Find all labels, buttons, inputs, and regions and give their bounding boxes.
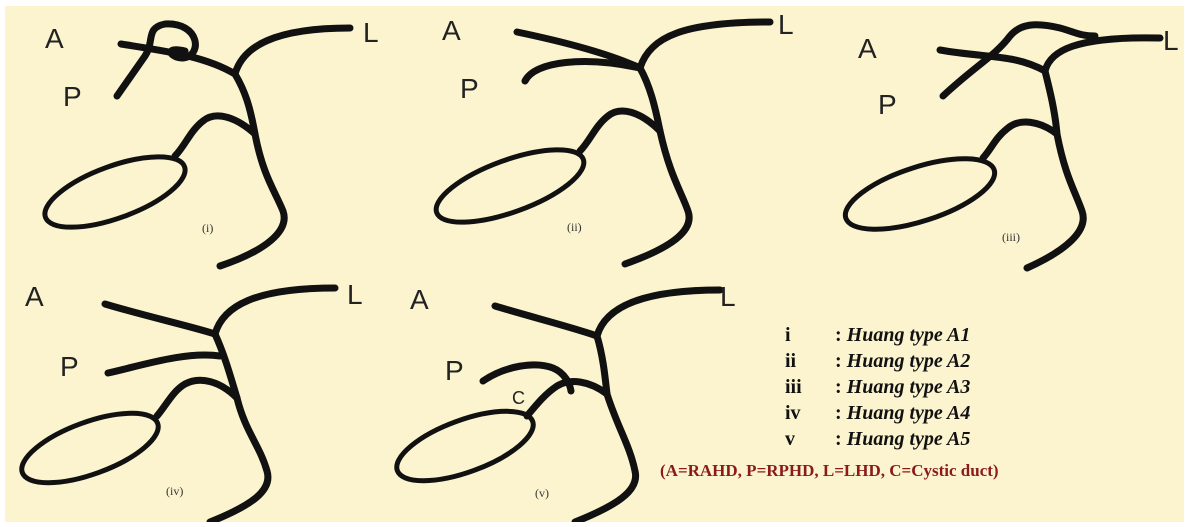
left-hepatic-duct xyxy=(235,28,350,74)
legend-row: ii: Huang type A2 xyxy=(785,348,970,374)
legend-colon: : xyxy=(835,376,847,398)
label-c-v: C xyxy=(512,388,525,408)
gallbladder xyxy=(837,144,1002,244)
label-p-i: P xyxy=(63,81,82,112)
legend-row: i: Huang type A1 xyxy=(785,322,970,348)
legend-row: iv: Huang type A4 xyxy=(785,400,970,426)
label-a-v: A xyxy=(410,284,429,315)
left-hepatic-duct xyxy=(640,22,770,68)
right-posterior-duct xyxy=(108,355,220,373)
left-hepatic-duct xyxy=(215,288,335,334)
common-bile-duct xyxy=(625,131,689,264)
gallbladder xyxy=(37,142,194,241)
left-hepatic-duct xyxy=(1045,38,1160,71)
common-bile-duct xyxy=(220,134,284,266)
panel-number-i: (i) xyxy=(202,221,213,235)
label-l-iv: L xyxy=(347,279,363,310)
label-a-iv: A xyxy=(25,281,44,312)
legend-colon: : xyxy=(835,402,847,424)
legend-text: Huang type A1 xyxy=(847,324,971,346)
label-p-v: P xyxy=(445,355,464,386)
common-bile-duct xyxy=(1027,134,1083,268)
legend-row: iii: Huang type A3 xyxy=(785,374,970,400)
right-anterior-duct xyxy=(105,304,215,334)
bile-duct-diagrams: A P L (i) A P L (ii) A P L (iii) A P L (… xyxy=(5,6,1184,522)
cystic-duct xyxy=(175,116,255,156)
panel-number-iii: (iii) xyxy=(1002,230,1020,244)
label-l-iii: L xyxy=(1163,25,1179,56)
label-a-i: A xyxy=(45,23,64,54)
gallbladder xyxy=(388,397,541,495)
legend-num: iv xyxy=(785,400,835,426)
legend-row: v: Huang type A5 xyxy=(785,426,970,452)
cystic-duct xyxy=(983,122,1057,158)
panel-i xyxy=(37,24,350,266)
label-l-v: L xyxy=(720,281,736,312)
label-a-iii: A xyxy=(858,33,877,64)
label-l-i: L xyxy=(363,17,379,48)
legend-text: Huang type A5 xyxy=(847,428,971,450)
panel-ii xyxy=(428,22,770,264)
label-l-ii: L xyxy=(778,9,794,40)
right-posterior-duct xyxy=(117,24,195,96)
legend-num: iii xyxy=(785,374,835,400)
cystic-duct xyxy=(580,111,660,151)
diagram-canvas: A P L (i) A P L (ii) A P L (iii) A P L (… xyxy=(5,6,1184,522)
label-p-ii: P xyxy=(460,73,479,104)
panel-number-iv: (iv) xyxy=(166,484,183,498)
panel-v xyxy=(388,290,720,522)
legend-colon: : xyxy=(835,324,847,346)
common-bile-duct xyxy=(575,394,636,522)
cystic-duct xyxy=(157,380,237,416)
legend-colon: : xyxy=(835,350,847,372)
gallbladder xyxy=(13,399,166,497)
right-anterior-duct xyxy=(495,306,597,336)
common-bile-duct xyxy=(210,398,268,522)
legend: i: Huang type A1 ii: Huang type A2 iii: … xyxy=(785,322,970,452)
panel-number-v: (v) xyxy=(535,486,549,500)
panel-number-ii: (ii) xyxy=(567,220,582,234)
left-hepatic-duct xyxy=(597,290,720,336)
legend-num: v xyxy=(785,426,835,452)
abbreviations-note: (A=RAHD, P=RPHD, L=LHD, C=Cystic duct) xyxy=(660,461,999,481)
panel-iii xyxy=(837,25,1160,268)
legend-text: Huang type A4 xyxy=(847,402,971,424)
label-a-ii: A xyxy=(442,15,461,46)
legend-colon: : xyxy=(835,428,847,450)
label-p-iv: P xyxy=(60,351,79,382)
label-p-iii: P xyxy=(878,89,897,120)
legend-text: Huang type A2 xyxy=(847,350,971,372)
legend-text: Huang type A3 xyxy=(847,376,971,398)
legend-num: i xyxy=(785,322,835,348)
right-posterior-duct xyxy=(525,62,640,81)
legend-num: ii xyxy=(785,348,835,374)
